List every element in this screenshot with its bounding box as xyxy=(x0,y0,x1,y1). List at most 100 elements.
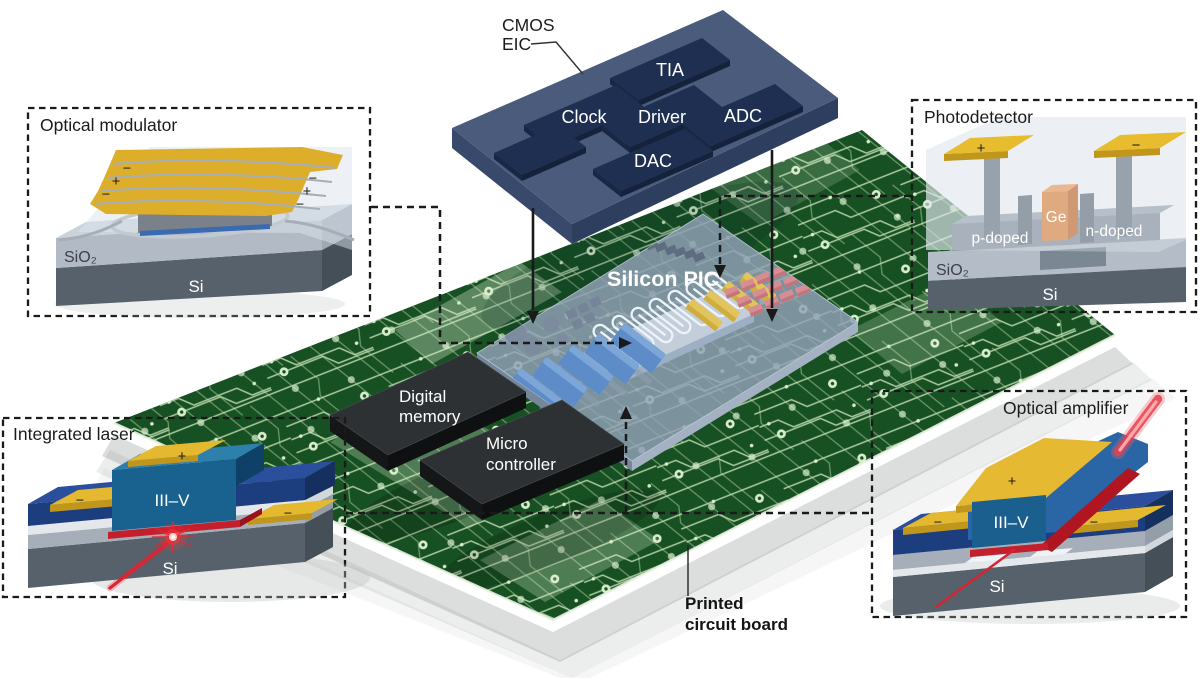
amp-input-beam-icon xyxy=(934,548,1016,609)
inset-photodetector: + − p-doped Ge n-doped SiO₂ Si Photodete… xyxy=(910,98,1198,314)
laser-gold-cap: + xyxy=(128,440,226,467)
amp-waveguide-notch-1 xyxy=(965,554,1008,563)
laser-electrode-right: − xyxy=(248,499,338,525)
laser-beam-icon xyxy=(106,521,194,592)
eic-block-driver-label: Driver xyxy=(638,107,686,127)
pd-sio2-label: SiO₂ xyxy=(936,262,969,279)
amp-si-front xyxy=(893,553,1145,616)
pd-ge-top xyxy=(1042,184,1078,192)
pcb-annotation: Printed circuit board xyxy=(685,545,788,634)
laser-mesa-side xyxy=(236,443,264,486)
mod-sign-left-2: + xyxy=(112,174,120,190)
eic-block-dac: DAC xyxy=(593,129,713,197)
laser-active-layer-side xyxy=(240,508,262,527)
mod-si-side xyxy=(322,234,352,291)
pcb-label-line1: Printed xyxy=(685,594,744,613)
pd-pillar-left xyxy=(1018,195,1032,245)
eic-block-dac-label: DAC xyxy=(634,151,672,171)
arrowhead-down-icon xyxy=(527,311,539,324)
memory-label-line2: memory xyxy=(399,407,461,426)
arrowhead-down-icon xyxy=(714,265,726,278)
amp-ridge-front xyxy=(972,495,1046,548)
memory-label-line1: Digital xyxy=(399,387,446,406)
mod-electrode-gaps xyxy=(95,159,337,211)
mod-gold-electrodes xyxy=(90,147,343,216)
cmos-eic-chip: TIA Clock Driver ADC DAC xyxy=(452,10,838,244)
pd-ge-front xyxy=(1042,191,1068,241)
amp-active-layer xyxy=(970,543,1048,557)
pic-side-right xyxy=(632,322,858,471)
mod-si-label: Si xyxy=(188,277,203,296)
laser-box xyxy=(1,416,347,599)
mcu-label-line2: controller xyxy=(486,455,556,474)
eic-block-adc: ADC xyxy=(683,84,803,152)
pd-via-left xyxy=(984,157,1000,239)
amp-minus-right: − xyxy=(1090,515,1098,531)
amp-oxide-front xyxy=(893,546,1145,577)
digital-memory-chip: Digital memory xyxy=(329,351,527,471)
pcb-label-line2: circuit board xyxy=(685,615,788,634)
laser-si-label: Si xyxy=(162,559,177,578)
eic-block-tia-label: TIA xyxy=(656,60,684,80)
mod-waveguide-out xyxy=(284,219,355,242)
eic-pointer-line xyxy=(530,41,584,75)
mod-sign-right-2: + xyxy=(303,184,311,200)
pd-pad-right: − xyxy=(1094,132,1186,158)
inset-optical-modulator: − + − − + − SiO₂ Si Optical modulator xyxy=(26,106,372,318)
amp-oxide-side xyxy=(1145,530,1173,553)
laser-plus-sign: + xyxy=(178,449,186,465)
amp-si-side xyxy=(1145,537,1173,592)
eic-side-right xyxy=(572,98,838,244)
eic-blocks: TIA Clock Driver ADC DAC xyxy=(494,38,803,197)
amp-buffer-side xyxy=(1145,515,1173,546)
modulator-to-pic-connector xyxy=(371,205,616,345)
mod-sio2-label: SiO₂ xyxy=(64,249,97,266)
pd-si-front xyxy=(928,267,1186,310)
pd-ge-side xyxy=(1068,184,1078,240)
mod-sign-left-1: − xyxy=(123,161,131,177)
pd-slab-tab xyxy=(1040,247,1106,270)
amp-slab-side xyxy=(1145,490,1173,531)
pd-via-right xyxy=(1116,155,1132,237)
amplifier-title: Optical amplifier xyxy=(1003,398,1129,418)
arrowhead-up-icon xyxy=(620,406,632,419)
amp-output-beam-icon xyxy=(1111,392,1165,459)
pic-small-blocks xyxy=(565,296,602,330)
eic-side-left xyxy=(452,128,572,244)
amp-waveguide-notch-2 xyxy=(1030,548,1073,557)
pd-pillar-right xyxy=(1080,193,1094,243)
pd-pad-left: + xyxy=(944,135,1034,161)
laser-minus-right: − xyxy=(284,506,292,522)
eic-label-line1: CMOS xyxy=(502,15,555,35)
connectors xyxy=(346,150,911,515)
amp-si-label: Si xyxy=(989,577,1004,596)
eic-block-clock-label: Clock xyxy=(561,107,607,127)
amp-plus-sign: + xyxy=(1008,474,1016,490)
mod-si-front xyxy=(56,250,322,306)
mod-sign-right-1: − xyxy=(309,171,317,187)
amp-minus-left: − xyxy=(934,515,942,531)
mod-active-layer xyxy=(140,224,270,236)
mod-sign-right-3: − xyxy=(296,197,304,213)
pd-plus-sign: + xyxy=(977,140,986,157)
photodetector-to-pic-connector xyxy=(718,194,911,264)
amp-iii-v-label: III–V xyxy=(994,513,1030,532)
photodetector-box xyxy=(910,98,1198,314)
amp-active-stripe-diag xyxy=(1040,468,1140,552)
mod-sign-left-3: − xyxy=(102,187,110,203)
laser-title: Integrated laser xyxy=(13,424,135,444)
laser-si-front xyxy=(28,523,305,588)
cmos-eic-annotation: CMOS EIC xyxy=(502,15,584,75)
mcu-label-line1: Micro xyxy=(486,434,528,453)
eic-label-line2: EIC xyxy=(502,34,531,54)
arrowhead-down-icon xyxy=(766,309,778,322)
arrowhead-right-icon xyxy=(619,337,632,349)
laser-si-side xyxy=(305,508,333,562)
mod-waveguide-in xyxy=(57,219,123,242)
inset-integrated-laser: − − + III–V Si xyxy=(1,416,370,602)
pd-n-doped-label: n-doped xyxy=(1086,223,1143,240)
pd-p-doped-label: p-doped xyxy=(972,230,1029,247)
laser-minus-left: − xyxy=(76,493,84,509)
